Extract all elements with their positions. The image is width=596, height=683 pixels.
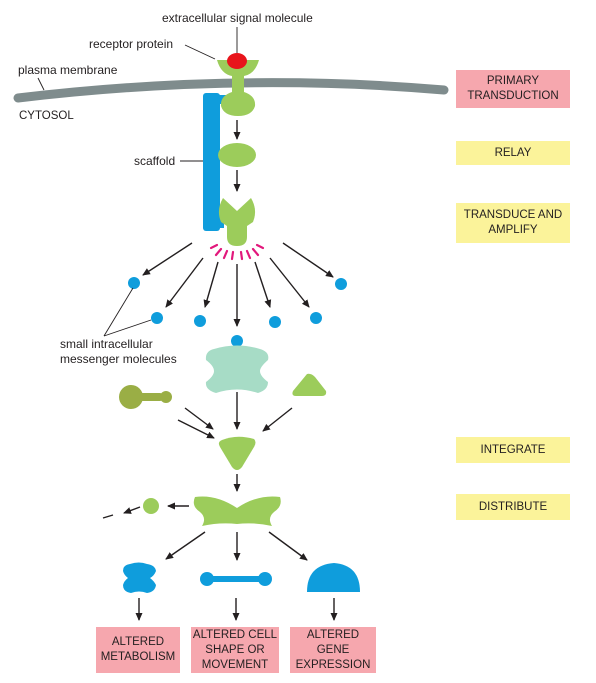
distributor-protein bbox=[193, 496, 281, 526]
leader-lines bbox=[37, 27, 238, 337]
altered-shape-box: ALTERED CELL SHAPE OR MOVEMENT bbox=[191, 627, 279, 673]
scaffold-label: scaffold bbox=[134, 154, 176, 168]
altered-metabolism-text: ALTERED METABOLISM bbox=[100, 636, 176, 663]
relay-box: RELAY bbox=[456, 141, 570, 165]
extracellular-signal-label: extracellular signal molecule bbox=[162, 11, 313, 25]
integrate-box: INTEGRATE bbox=[456, 437, 570, 463]
scaffold-bar bbox=[203, 93, 220, 231]
dumbbell-molecule bbox=[119, 385, 172, 409]
mint-cross-molecule bbox=[205, 345, 269, 393]
receptor-protein bbox=[217, 60, 259, 116]
transduce-amplify-box: TRANSDUCE AND AMPLIFY bbox=[456, 203, 570, 243]
cytosol-label: CYTOSOL bbox=[19, 110, 74, 122]
messenger-molecules bbox=[128, 277, 347, 347]
altered-shape-text: ALTERED CELL SHAPE OR MOVEMENT bbox=[192, 628, 278, 671]
primary-transduction-box: PRIMARY TRANSDUCTION bbox=[456, 70, 570, 108]
altered-gene-expression-box: ALTERED GENE EXPRESSION bbox=[290, 627, 376, 673]
plasma-membrane-label: plasma membrane bbox=[18, 63, 118, 77]
mint-triangle bbox=[292, 373, 327, 396]
altered-gene-expression-text: ALTERED GENE EXPRESSION bbox=[295, 628, 371, 671]
messengers-label-line1: small intracellular bbox=[60, 337, 153, 351]
integrate-text: INTEGRATE bbox=[480, 443, 546, 456]
altered-metabolism-box: ALTERED METABOLISM bbox=[96, 627, 180, 673]
amplifier-protein bbox=[218, 198, 256, 246]
blue-cross-effector bbox=[123, 562, 156, 593]
amplification-burst bbox=[209, 243, 265, 261]
relay-protein bbox=[218, 143, 256, 167]
extracellular-signal-molecule bbox=[227, 53, 247, 69]
small-green-molecule bbox=[143, 498, 159, 514]
distribute-text: DISTRIBUTE bbox=[478, 500, 548, 513]
blue-dome-effector bbox=[307, 563, 360, 592]
primary-transduction-text: PRIMARY TRANSDUCTION bbox=[467, 75, 559, 102]
transduce-amplify-text: TRANSDUCE AND AMPLIFY bbox=[463, 209, 563, 236]
integrator-protein bbox=[218, 436, 256, 470]
receptor-protein-label: receptor protein bbox=[89, 37, 174, 51]
blue-rod-effector bbox=[200, 572, 272, 586]
messengers-label-line2: messenger molecules bbox=[60, 352, 177, 366]
distribute-box: DISTRIBUTE bbox=[456, 494, 570, 520]
pathway-arrows bbox=[102, 120, 338, 621]
relay-text: RELAY bbox=[494, 146, 532, 159]
